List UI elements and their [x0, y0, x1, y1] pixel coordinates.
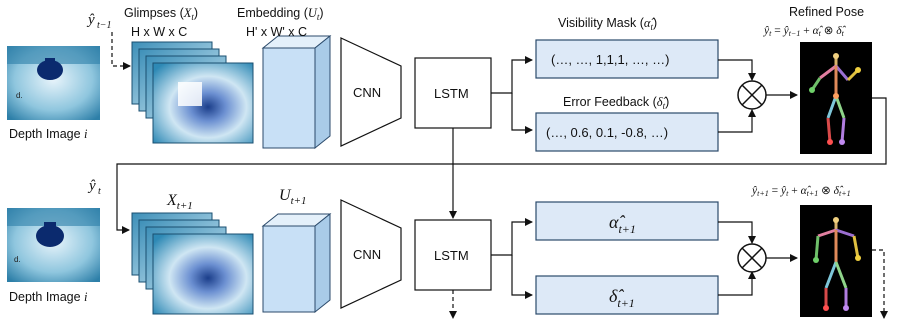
depth-image-top: d.: [7, 46, 100, 120]
svg-text:Glimpses (Xt): Glimpses (Xt): [124, 6, 198, 22]
cnn-label-bottom: CNN: [353, 247, 381, 262]
otimes-operator-top: [737, 80, 767, 110]
visibility-mask-title: Visibility Mask (α̂t): [558, 16, 657, 32]
cnn-block-bottom: [340, 199, 402, 309]
error-feedback-box: [535, 112, 719, 152]
depth-image-top-label: Depth Image i: [9, 127, 88, 141]
error-feedback-title: Error Feedback (δ̂t): [563, 95, 669, 111]
glimpses-stack-bottom: [131, 212, 254, 315]
pose-image-bottom: [800, 205, 872, 317]
cnn-label-top: CNN: [353, 85, 381, 100]
embedding-box-bottom: [261, 212, 332, 314]
svg-text:Xt+1: Xt+1: [166, 192, 193, 212]
alpha-next-box: [535, 201, 719, 241]
visibility-mask-values: (…, …, 1,1,1, …, …): [551, 52, 669, 67]
visibility-mask-box: [535, 39, 719, 79]
embedding-box-top: [261, 34, 332, 150]
cnn-block-top: [340, 37, 402, 147]
glimpses-label: Glimpses (Xt) H x W x C: [124, 6, 198, 39]
u-next-label: Ut+1: [279, 187, 307, 207]
pose-image-top: [800, 42, 872, 154]
delta-next-box: [535, 275, 719, 315]
y-prev-arrow: [111, 32, 131, 70]
svg-text:t−1: t−1: [97, 20, 112, 31]
refined-pose-title: Refined Pose: [789, 5, 864, 19]
lstm-label-bottom: LSTM: [434, 248, 469, 263]
error-to-otimes-arrow: [718, 109, 756, 133]
equation-bottom: ŷt+1 = ŷt + α̂t+1 ⊗ δ̂t+1: [751, 185, 851, 198]
equation-top: ŷt = ŷt−1 + α̂t ⊗ δ̂t: [763, 25, 847, 38]
svg-text:ŷ: ŷ: [86, 12, 95, 28]
embedding-dims: H' x W' x C: [246, 25, 307, 39]
embedding-label: Embedding (Ut) H' x W' x C: [237, 6, 324, 39]
delta-to-otimes-arrow: [718, 271, 756, 296]
y-prev-label: ŷ t−1: [86, 12, 112, 31]
svg-text:Ut+1: Ut+1: [279, 187, 307, 207]
glimpses-dims: H x W x C: [131, 25, 187, 39]
svg-text:ŷt+1 = ŷt + α̂t+1 ⊗ δ̂t+1: ŷt+1 = ŷt + α̂t+1 ⊗ δ̂t+1: [751, 185, 851, 198]
glimpses-stack-top: [131, 41, 254, 144]
svg-text:ŷ: ŷ: [87, 178, 96, 194]
svg-text:Embedding (Ut): Embedding (Ut): [237, 6, 324, 22]
pose-bottom-out-arrow: [872, 249, 888, 319]
error-feedback-values: (…, 0.6, 0.1, -0.8, …): [546, 125, 668, 140]
lstm-label-top: LSTM: [434, 86, 469, 101]
svg-text:ŷt = ŷt−1 + α̂t ⊗ δ̂t: ŷt = ŷt−1 + α̂t ⊗ δ̂t: [763, 25, 847, 38]
lstm-to-delta-arrow: [511, 255, 533, 299]
svg-text:d.: d.: [16, 91, 23, 100]
lstm-block-bottom: [414, 219, 492, 291]
svg-text:t: t: [98, 186, 101, 197]
svg-text:d.: d.: [14, 255, 21, 264]
y-t-label: ŷ t: [87, 178, 101, 197]
lstm-to-alpha-arrow: [491, 218, 533, 256]
depth-image-bottom: d.: [7, 208, 100, 282]
otimes-operator-bottom: [737, 243, 767, 273]
lstm-to-mask-arrow: [491, 56, 533, 94]
alpha-to-otimes-arrow: [718, 221, 756, 244]
x-next-label: Xt+1: [166, 192, 193, 212]
depth-image-bottom-label: Depth Image i: [9, 290, 88, 304]
recurrent-connector: [116, 97, 887, 234]
mask-to-otimes-arrow: [718, 59, 756, 81]
lstm-to-error-arrow: [511, 93, 533, 134]
